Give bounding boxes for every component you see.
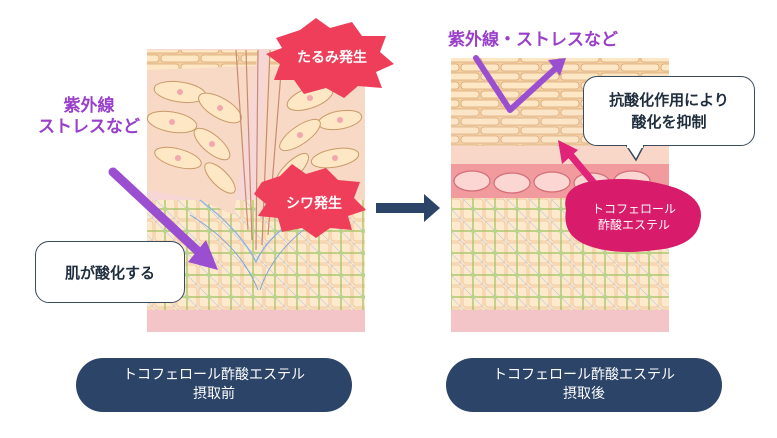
before-uv-label: 紫外線 ストレスなど [14, 96, 164, 138]
before-caption: トコフェロール酢酸エステル 摂取前 [76, 358, 352, 412]
antioxidant-tail-cover [627, 140, 643, 148]
ester-label-line2: 酢酸エステル [597, 218, 670, 232]
transition-arrow [376, 194, 440, 222]
after-caption-line1: トコフェロール酢酸エステル [493, 367, 675, 383]
ester-label: トコフェロール 酢酸エステル [574, 201, 694, 233]
after-caption-line2: 摂取後 [563, 386, 605, 402]
before-uv-arrow [108, 167, 218, 270]
before-uv-label-line1: 紫外線 [63, 96, 115, 116]
sag-burst [266, 18, 394, 98]
wrinkle-burst [254, 164, 366, 238]
after-uv-label: 紫外線・ストレスなど [448, 30, 618, 50]
ester-blob [565, 179, 701, 252]
after-uv-arrows [473, 55, 566, 113]
before-caption-line1: トコフェロール酢酸エステル [123, 367, 305, 383]
after-caption: トコフェロール酢酸エステル 摂取後 [446, 358, 722, 412]
sag-label: たるみ発生 [297, 50, 367, 66]
before-uv-label-line2: ストレスなど [38, 117, 140, 137]
antioxidant-bubble: 抗酸化作用により 酸化を抑制 [583, 76, 755, 146]
oxidize-bubble: 肌が酸化する [35, 241, 185, 303]
oxidize-label: 肌が酸化する [64, 263, 155, 282]
ester-label-line1: トコフェロール [591, 202, 676, 216]
wrinkle-label: シワ発生 [286, 196, 342, 212]
before-caption-line2: 摂取前 [193, 386, 235, 402]
antioxidant-line2: 酸化を抑制 [631, 113, 707, 131]
bubble-tail-cover [150, 262, 168, 272]
antioxidant-line1: 抗酸化作用により [609, 91, 729, 109]
